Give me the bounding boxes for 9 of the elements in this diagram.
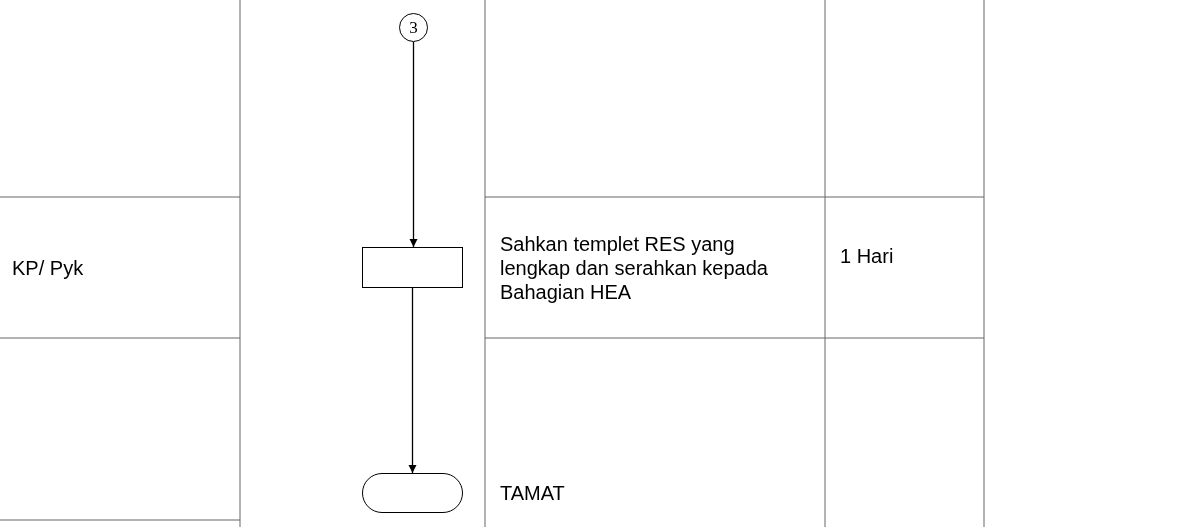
process-box <box>362 247 463 288</box>
cell-text: 1 Hari <box>840 244 894 268</box>
arrow <box>408 287 417 474</box>
cell-text: Sahkan templet RES yang lengkap dan serahkan kepada Bahagian HEA <box>500 232 769 304</box>
arrow <box>409 41 418 248</box>
terminal-shape <box>362 473 463 513</box>
cell-text: TAMAT <box>500 481 565 505</box>
connector-circle: 3 <box>399 13 428 42</box>
cell-text: KP/ Pyk <box>12 256 84 280</box>
